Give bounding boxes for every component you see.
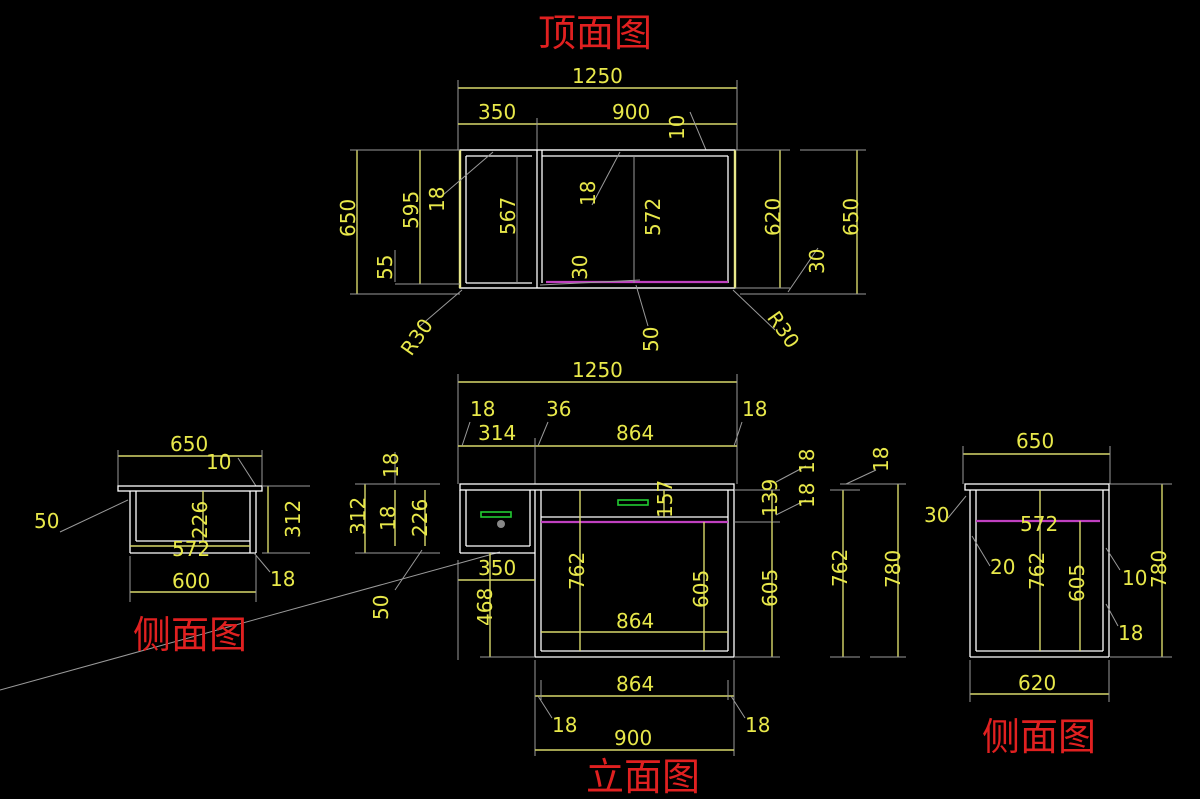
cable-grommet	[497, 520, 505, 528]
dim-side-right-18: 18	[1118, 621, 1143, 645]
top-view: 顶面图 1250 350 900 10 567 572 18 18	[336, 11, 866, 360]
dim-top-30b: 30	[805, 249, 829, 274]
radius-left-r30: R30	[396, 314, 438, 360]
dim-side-left-572: 572	[172, 537, 210, 561]
dim-front-18-r2: 18	[795, 483, 819, 508]
dim-top-350: 350	[478, 100, 516, 124]
dim-front-50: 50	[369, 595, 393, 620]
dim-top-900: 900	[612, 100, 650, 124]
side-view-right: 侧面图 650 30 572 20 762 605 10 780 18 620	[924, 429, 1172, 759]
dim-front-18-r1: 18	[795, 449, 819, 474]
dim-side-right-572: 572	[1020, 512, 1058, 536]
title-side-view-right: 侧面图	[982, 715, 1096, 759]
dim-front-18v1: 18	[379, 453, 403, 478]
dim-front-605-inner: 605	[689, 570, 713, 608]
dim-front-157: 157	[653, 480, 677, 518]
dim-top-50: 50	[639, 327, 663, 352]
dim-top-567: 567	[496, 197, 520, 235]
side-view-left: 侧面图 650 10 50 226 312 572 600 18	[34, 432, 310, 657]
dim-top-30a: 30	[568, 255, 592, 280]
dim-top-18a: 18	[425, 187, 449, 212]
dim-side-right-762: 762	[1025, 552, 1049, 590]
dim-front-350: 350	[478, 556, 516, 580]
title-top-view: 顶面图	[538, 11, 652, 55]
dim-front-762: 762	[565, 552, 589, 590]
dim-front-314: 314	[478, 421, 516, 445]
dim-side-right-620: 620	[1018, 671, 1056, 695]
dim-front-18v2: 18	[376, 506, 400, 531]
dim-top-55: 55	[373, 255, 397, 280]
dim-side-left-650: 650	[170, 432, 208, 456]
dim-front-605: 605	[758, 569, 782, 607]
dim-front-18-right: 18	[742, 397, 767, 421]
dim-front-312: 312	[346, 497, 370, 535]
dim-side-right-10: 10	[1122, 566, 1147, 590]
dim-front-864-top: 864	[616, 421, 654, 445]
dim-front-18-r3: 18	[869, 447, 893, 472]
dim-side-left-312: 312	[281, 500, 305, 538]
dim-top-650-left: 650	[336, 199, 360, 237]
dim-side-left-18: 18	[270, 567, 295, 591]
dim-front-18-b2: 18	[745, 713, 770, 737]
dim-front-900: 900	[614, 726, 652, 750]
dim-side-left-600: 600	[172, 569, 210, 593]
dim-side-left-226: 226	[188, 501, 212, 539]
dim-front-226: 226	[408, 499, 432, 537]
dim-side-right-20: 20	[990, 555, 1015, 579]
dim-side-left-50: 50	[34, 509, 59, 533]
dim-top-1250: 1250	[572, 64, 623, 88]
dim-front-1250: 1250	[572, 358, 623, 382]
dim-top-572: 572	[641, 198, 665, 236]
leader-line	[0, 551, 501, 691]
dim-top-650-right: 650	[839, 198, 863, 236]
title-side-view-left: 侧面图	[133, 613, 247, 657]
drawer-handle	[480, 511, 512, 518]
dim-front-762-right: 762	[828, 549, 852, 587]
dim-side-right-780: 780	[1147, 550, 1171, 588]
dim-front-468: 468	[473, 588, 497, 626]
dim-front-18-b1: 18	[552, 713, 577, 737]
dim-front-139: 139	[758, 479, 782, 517]
dim-front-36: 36	[546, 397, 571, 421]
dim-front-18-left: 18	[470, 397, 495, 421]
dim-top-595: 595	[399, 191, 423, 229]
dim-side-right-650: 650	[1016, 429, 1054, 453]
dim-top-18b: 18	[576, 181, 600, 206]
front-view: 立面图 1250 18 36 18 314 864	[346, 358, 906, 799]
dim-side-right-605: 605	[1065, 564, 1089, 602]
dim-side-right-30: 30	[924, 503, 949, 527]
radius-right-r30: R30	[762, 307, 804, 353]
dim-side-left-10: 10	[206, 450, 231, 474]
dim-front-780: 780	[881, 550, 905, 588]
dim-front-864-mid: 864	[616, 609, 654, 633]
title-front-view: 立面图	[586, 755, 700, 799]
dim-front-864-bottom: 864	[616, 672, 654, 696]
dim-top-10: 10	[665, 115, 689, 140]
dim-top-620: 620	[761, 198, 785, 236]
cabinet-handle	[617, 499, 649, 506]
